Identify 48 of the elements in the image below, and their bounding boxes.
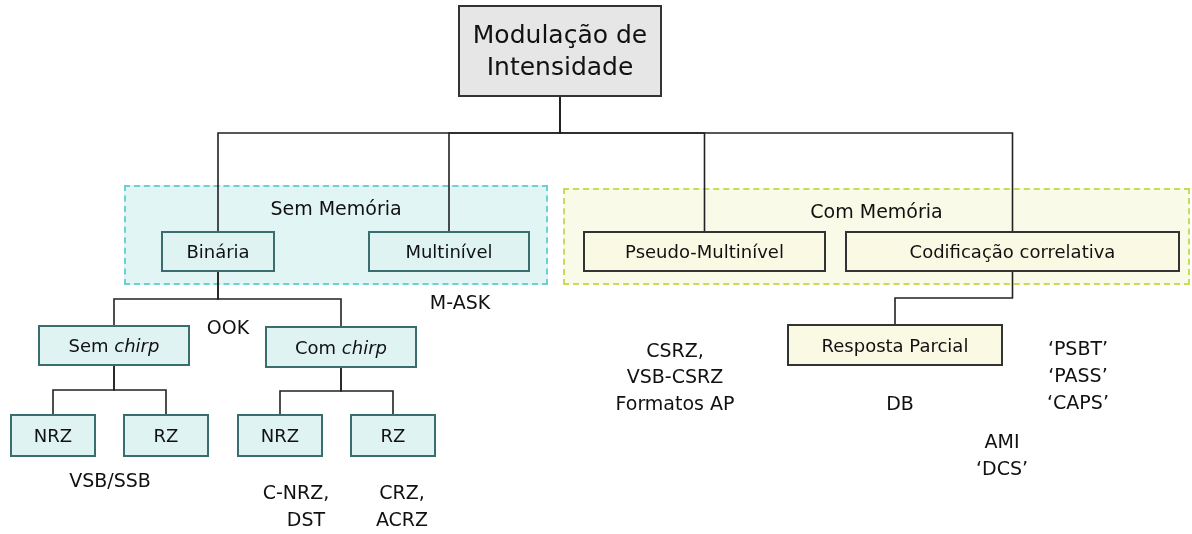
box-label: Resposta Parcial — [821, 334, 969, 356]
format-label: C-NRZ, — [262, 481, 330, 503]
root-box — [458, 5, 662, 97]
category-box — [123, 414, 209, 457]
connector-line — [217, 271, 342, 327]
box-label: Sem chirp — [68, 335, 160, 356]
category-box — [787, 324, 1003, 366]
box-label: NRZ — [260, 425, 300, 446]
connector-line — [894, 271, 1014, 325]
format-label: AMI — [984, 430, 1020, 452]
group-region — [563, 188, 1190, 285]
format-label: DB — [886, 392, 914, 414]
category-box — [265, 326, 417, 368]
category-box — [350, 414, 436, 457]
box-label: Codificação correlativa — [909, 241, 1116, 262]
category-box — [237, 414, 323, 457]
group-region — [124, 185, 548, 285]
format-label: CSRZ, — [646, 339, 704, 361]
box-label: Com chirp — [295, 336, 387, 358]
format-label: VSB/SSB — [69, 469, 151, 491]
format-label: ‘CAPS’ — [1047, 391, 1109, 413]
format-label: DST — [286, 508, 326, 530]
format-label: OOK — [206, 316, 250, 338]
box-label: RZ — [380, 425, 406, 446]
connector-line — [113, 365, 167, 415]
box-label: Multinível — [405, 241, 493, 262]
category-box — [845, 231, 1180, 272]
format-label: M-ASK — [429, 291, 491, 313]
format-label: ‘DCS’ — [976, 457, 1028, 479]
category-box — [368, 231, 530, 272]
group-title: Com Memória — [809, 200, 944, 222]
format-label: CRZ, — [379, 481, 425, 503]
format-label: ‘PSBT’ — [1047, 337, 1109, 359]
category-box — [583, 231, 826, 272]
category-box — [10, 414, 96, 457]
format-label: Formatos AP — [615, 392, 735, 414]
format-label: ACRZ — [375, 508, 429, 530]
group-title: Sem Memória — [269, 197, 403, 219]
box-label: Modulação de Intensidade — [471, 18, 649, 83]
format-label: VSB-CSRZ — [626, 365, 724, 387]
box-label: NRZ — [33, 425, 73, 446]
box-label: RZ — [153, 425, 179, 446]
box-label: Binária — [186, 241, 250, 262]
category-box — [38, 325, 190, 366]
format-label: ‘PASS’ — [1048, 364, 1108, 386]
connector-line — [340, 367, 394, 415]
box-label: Pseudo-Multinível — [625, 241, 784, 262]
category-box — [161, 231, 275, 272]
